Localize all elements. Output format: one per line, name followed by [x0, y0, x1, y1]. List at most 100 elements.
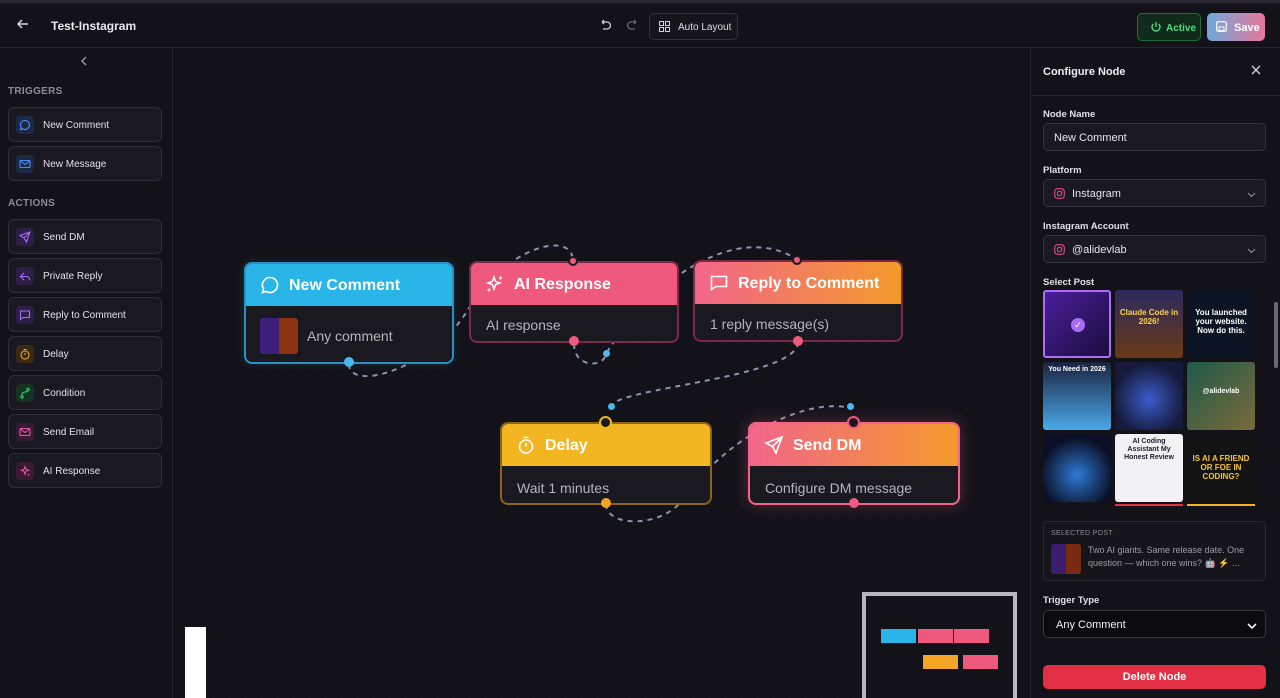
palette-item-reply-to-comment[interactable]: Reply to Comment: [8, 297, 162, 332]
node-title: Delay: [545, 437, 588, 454]
node-send-dm[interactable]: Send DM Configure DM message: [748, 422, 960, 505]
triggers-heading: TRIGGERS: [8, 86, 63, 97]
post-thumbnail[interactable]: You launched your website. Now do this.: [1187, 290, 1255, 358]
post-row-edge: [1115, 504, 1183, 506]
palette-item-ai-response[interactable]: AI Response: [8, 453, 162, 488]
collapse-chevron-icon[interactable]: [80, 55, 88, 69]
comment-icon: [261, 276, 279, 294]
trigger-type-select[interactable]: Any Comment: [1043, 610, 1266, 638]
node-header: Send DM: [750, 424, 958, 466]
handle-ai-side[interactable]: [603, 350, 610, 357]
handle-ai-in[interactable]: [568, 256, 578, 266]
post-thumbnail-selected[interactable]: ✓: [1043, 290, 1111, 358]
node-title: AI Response: [514, 276, 611, 293]
node-header: Reply to Comment: [695, 262, 901, 304]
send-icon: [19, 231, 31, 243]
mail-icon: [19, 159, 31, 169]
node-title: New Comment: [289, 277, 401, 294]
canvas-controls-strip[interactable]: [185, 627, 206, 698]
select-post-label: Select Post: [1043, 277, 1095, 288]
palette-item-label: Delay: [43, 349, 69, 360]
palette-item-delay[interactable]: Delay: [8, 336, 162, 371]
handle-reply-in[interactable]: [792, 255, 802, 265]
palette-item-label: Condition: [43, 388, 86, 399]
node-name-value: New Comment: [1054, 132, 1127, 144]
grid-icon: [659, 21, 670, 32]
post-grid-scrollbar[interactable]: [1273, 290, 1279, 508]
handle-senddm-top-dot[interactable]: [847, 403, 854, 410]
undo-icon[interactable]: [598, 18, 612, 32]
account-value: @alidevlab: [1072, 244, 1127, 256]
handle-reply-out[interactable]: [793, 336, 803, 346]
node-title: Reply to Comment: [738, 275, 880, 292]
timer-icon: [518, 436, 534, 454]
actions-heading: ACTIONS: [8, 198, 56, 209]
handle-new-comment-out[interactable]: [344, 357, 354, 367]
minimap-node: [923, 655, 958, 669]
chevron-down-icon: [1247, 192, 1256, 198]
palette-item-label: Reply to Comment: [43, 310, 126, 321]
redo-icon[interactable]: [626, 18, 640, 32]
palette-item-label: Send Email: [43, 427, 95, 438]
sparkles-icon: [485, 274, 503, 292]
mail-icon: [19, 427, 31, 437]
node-body: 1 reply message(s): [710, 316, 830, 332]
palette-item-send-email[interactable]: Send Email: [8, 414, 162, 449]
close-icon[interactable]: [1250, 64, 1262, 76]
sparkles-icon: [19, 465, 31, 477]
handle-senddm-out[interactable]: [849, 498, 859, 508]
post-thumbnail[interactable]: AI Coding Assistant My Honest Review: [1115, 434, 1183, 502]
scrollbar-thumb[interactable]: [1274, 302, 1278, 368]
active-toggle-button[interactable]: Active: [1137, 13, 1201, 41]
post-grid: ✓ Claude Code in 2026! You launched your…: [1043, 290, 1255, 506]
platform-label: Platform: [1043, 165, 1082, 176]
chevron-down-icon: [1247, 248, 1256, 254]
selected-post-caption: Two AI giants. Same release date. One qu…: [1088, 545, 1245, 568]
comment-icon: [19, 310, 31, 321]
minimap-node: [963, 655, 998, 669]
node-header: AI Response: [471, 263, 677, 305]
save-button[interactable]: Save: [1207, 13, 1265, 41]
palette-item-private-reply[interactable]: Private Reply: [8, 258, 162, 293]
node-delay[interactable]: Delay Wait 1 minutes: [500, 422, 712, 505]
palette-item-new-comment[interactable]: New Comment: [8, 107, 162, 142]
branch-icon: [20, 387, 30, 399]
palette-item-label: New Message: [43, 159, 107, 170]
minimap[interactable]: [862, 592, 1017, 698]
node-body: Any comment: [307, 328, 393, 344]
post-thumbnail[interactable]: IS AI A FRIEND OR FOE IN CODING?: [1187, 434, 1255, 502]
platform-select[interactable]: Instagram: [1043, 179, 1266, 207]
node-body: Wait 1 minutes: [517, 480, 610, 496]
delete-node-button[interactable]: Delete Node: [1043, 665, 1266, 689]
palette-item-condition[interactable]: Condition: [8, 375, 162, 410]
post-thumbnail[interactable]: You Need in 2026: [1043, 362, 1111, 430]
node-body: Configure DM message: [765, 480, 913, 496]
panel-title: Configure Node: [1043, 66, 1126, 78]
auto-layout-button[interactable]: Auto Layout: [649, 13, 738, 40]
handle-delay-in[interactable]: [599, 416, 612, 429]
post-thumbnail: [260, 318, 298, 354]
palette-item-send-dm[interactable]: Send DM: [8, 219, 162, 254]
node-new-comment[interactable]: New Comment Any comment: [244, 262, 454, 364]
save-label: Save: [1234, 22, 1260, 34]
node-reply-to-comment[interactable]: Reply to Comment 1 reply message(s): [693, 260, 903, 342]
handle-ai-out[interactable]: [569, 336, 579, 346]
timer-icon: [20, 348, 30, 360]
post-thumbnail[interactable]: [1043, 434, 1111, 502]
flow-title: Test-Instagram: [51, 19, 137, 33]
post-thumbnail[interactable]: @alidevlab: [1187, 362, 1255, 430]
node-body: AI response: [486, 317, 561, 333]
minimap-node: [918, 629, 953, 643]
platform-value: Instagram: [1072, 188, 1121, 200]
handle-senddm-in[interactable]: [847, 416, 860, 429]
node-ai-response[interactable]: AI Response AI response: [469, 261, 679, 343]
node-name-input[interactable]: New Comment: [1043, 123, 1266, 151]
flow-canvas[interactable]: New Comment Any comment AI Response AI r…: [174, 48, 1029, 698]
post-thumbnail[interactable]: [1115, 362, 1183, 430]
back-arrow-icon[interactable]: [16, 17, 32, 33]
account-select[interactable]: @alidevlab: [1043, 235, 1266, 263]
handle-delay-top-dot[interactable]: [608, 403, 615, 410]
palette-item-new-message[interactable]: New Message: [8, 146, 162, 181]
post-thumbnail[interactable]: Claude Code in 2026!: [1115, 290, 1183, 358]
handle-delay-out[interactable]: [601, 498, 611, 508]
